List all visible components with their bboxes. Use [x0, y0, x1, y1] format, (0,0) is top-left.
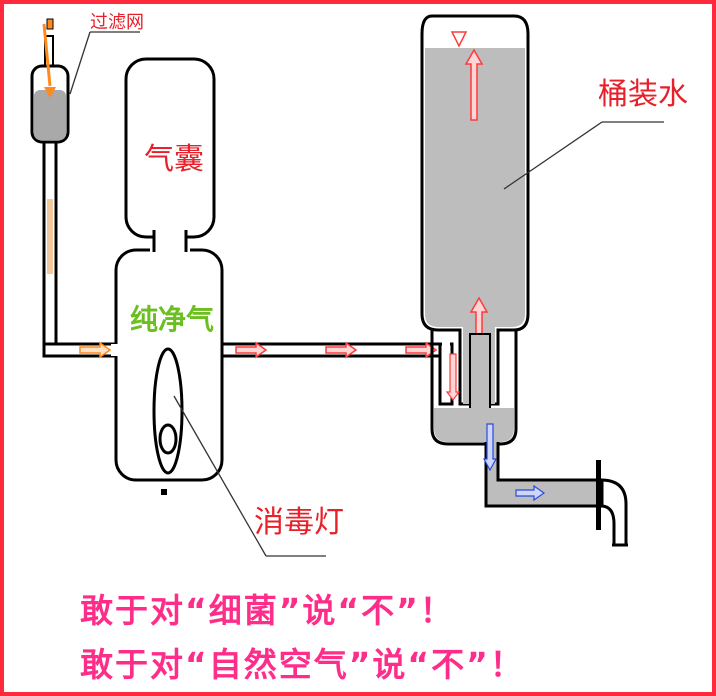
flow-arrow-icon — [464, 48, 484, 121]
label-bottled-water: 桶装水 — [598, 77, 688, 112]
filter-unit — [30, 18, 70, 144]
intake-arrow-icon — [44, 87, 56, 98]
water-dispenser-diagram: 气囊 纯净气 — [30, 12, 688, 557]
air-supply-pipe — [220, 341, 454, 406]
flow-arrow-icon — [515, 484, 546, 502]
faucet-icon[interactable] — [596, 460, 628, 547]
label-airbag: 气囊 — [144, 142, 204, 177]
outlet-pipe — [482, 423, 604, 508]
flow-arrow-icon — [79, 341, 112, 359]
water-level-triangle-icon — [450, 31, 468, 48]
slogan-line-1: 敢于对“细菌”说“不”！ — [80, 591, 455, 630]
leader-uv-lamp — [173, 395, 267, 557]
air-inlet-pipe — [42, 140, 118, 359]
flow-arrow-icon — [445, 353, 461, 401]
label-uv-lamp: 消毒灯 — [254, 505, 344, 540]
flow-arrow-icon — [325, 341, 358, 359]
slogan-line-2: 敢于对“自然空气”说“不”！ — [80, 645, 525, 684]
label-pure-air: 纯净气 — [130, 303, 214, 336]
leader-bottled-water — [503, 121, 603, 190]
flow-arrow-icon — [235, 341, 268, 359]
water-reservoir — [430, 330, 518, 446]
intake-arrow-shaft — [42, 23, 52, 87]
leader-filter — [69, 31, 91, 95]
label-filter: 过滤网 — [90, 12, 144, 33]
water-bottle — [420, 14, 530, 415]
airbag — [124, 57, 216, 252]
flow-arrow-icon — [482, 423, 498, 472]
